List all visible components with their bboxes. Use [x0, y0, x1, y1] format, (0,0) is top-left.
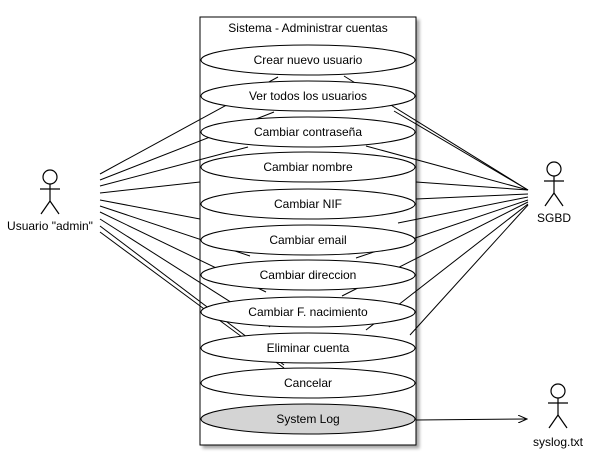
use-case-ellipse: [200, 367, 416, 399]
actor-syslog[interactable]: syslog.txt: [533, 383, 584, 449]
actor-sgbd[interactable]: SGBD: [537, 161, 571, 225]
use-case-label: Cambiar email: [269, 233, 346, 247]
actor-usuario-admin[interactable]: Usuario "admin": [7, 169, 93, 233]
association-sgbd-9: [409, 204, 529, 336]
use-case-ellipse: [200, 296, 416, 328]
use-case-ellipse: [200, 224, 416, 256]
use-case-ellipse: [200, 44, 416, 76]
use-case-ellipse: [200, 80, 416, 112]
association-sgbd-5: [397, 196, 529, 224]
use-case-ellipse: [200, 259, 416, 291]
association-sgbd-4: [415, 193, 529, 200]
use-case-ellipse: [200, 116, 416, 148]
use-case-ellipse: [200, 151, 416, 183]
association-admin-4: [99, 199, 201, 220]
use-case-5[interactable]: Cambiar email: [200, 224, 416, 256]
actor-label-admin: Usuario "admin": [7, 219, 93, 233]
use-case-8[interactable]: Eliminar cuenta: [200, 332, 416, 364]
association-sgbd-3: [415, 181, 529, 191]
use-case-2[interactable]: Cambiar contraseña: [200, 116, 416, 148]
use-case-10[interactable]: System Log: [200, 403, 416, 435]
association-sgbd-1: [393, 110, 529, 191]
stick-figure-icon: [544, 161, 564, 207]
use-case-7[interactable]: Cambiar F. nacimiento: [200, 296, 416, 328]
use-case-label: Cambiar contraseña: [254, 125, 362, 139]
association-syslog-arrow: [415, 419, 527, 420]
use-case-label: Cambiar direccion: [260, 268, 357, 282]
association-admin-2: [99, 146, 249, 187]
use-case-label: System Log: [276, 412, 339, 426]
association-sgbd-2: [365, 145, 529, 191]
stick-figure-icon: [40, 169, 60, 215]
system-title: Sistema - Administrar cuentas: [228, 21, 387, 35]
actor-label-syslog: syslog.txt: [533, 435, 584, 449]
use-case-label: Ver todos los usuarios: [249, 89, 367, 103]
stick-figure-icon: [548, 383, 568, 429]
use-case-label: Crear nuevo usuario: [254, 53, 363, 67]
use-case-label: Cambiar nombre: [263, 160, 353, 174]
use-case-label: Eliminar cuenta: [267, 341, 350, 355]
use-case-0[interactable]: Crear nuevo usuario: [200, 44, 416, 76]
actor-label-sgbd: SGBD: [537, 211, 571, 225]
use-case-label: Cancelar: [284, 376, 332, 390]
use-case-4[interactable]: Cambiar NIF: [200, 188, 416, 220]
use-case-label: Cambiar F. nacimiento: [248, 305, 368, 319]
use-case-1[interactable]: Ver todos los usuarios: [200, 80, 416, 112]
use-case-ellipse: [200, 332, 416, 364]
use-case-label: Cambiar NIF: [274, 197, 342, 211]
association-admin-3: [99, 181, 201, 194]
use-case-3[interactable]: Cambiar nombre: [200, 151, 416, 183]
use-case-ellipse: [200, 188, 416, 220]
use-case-9[interactable]: Cancelar: [200, 367, 416, 399]
use-case-ellipse: [200, 403, 416, 435]
use-case-6[interactable]: Cambiar direccion: [200, 259, 416, 291]
